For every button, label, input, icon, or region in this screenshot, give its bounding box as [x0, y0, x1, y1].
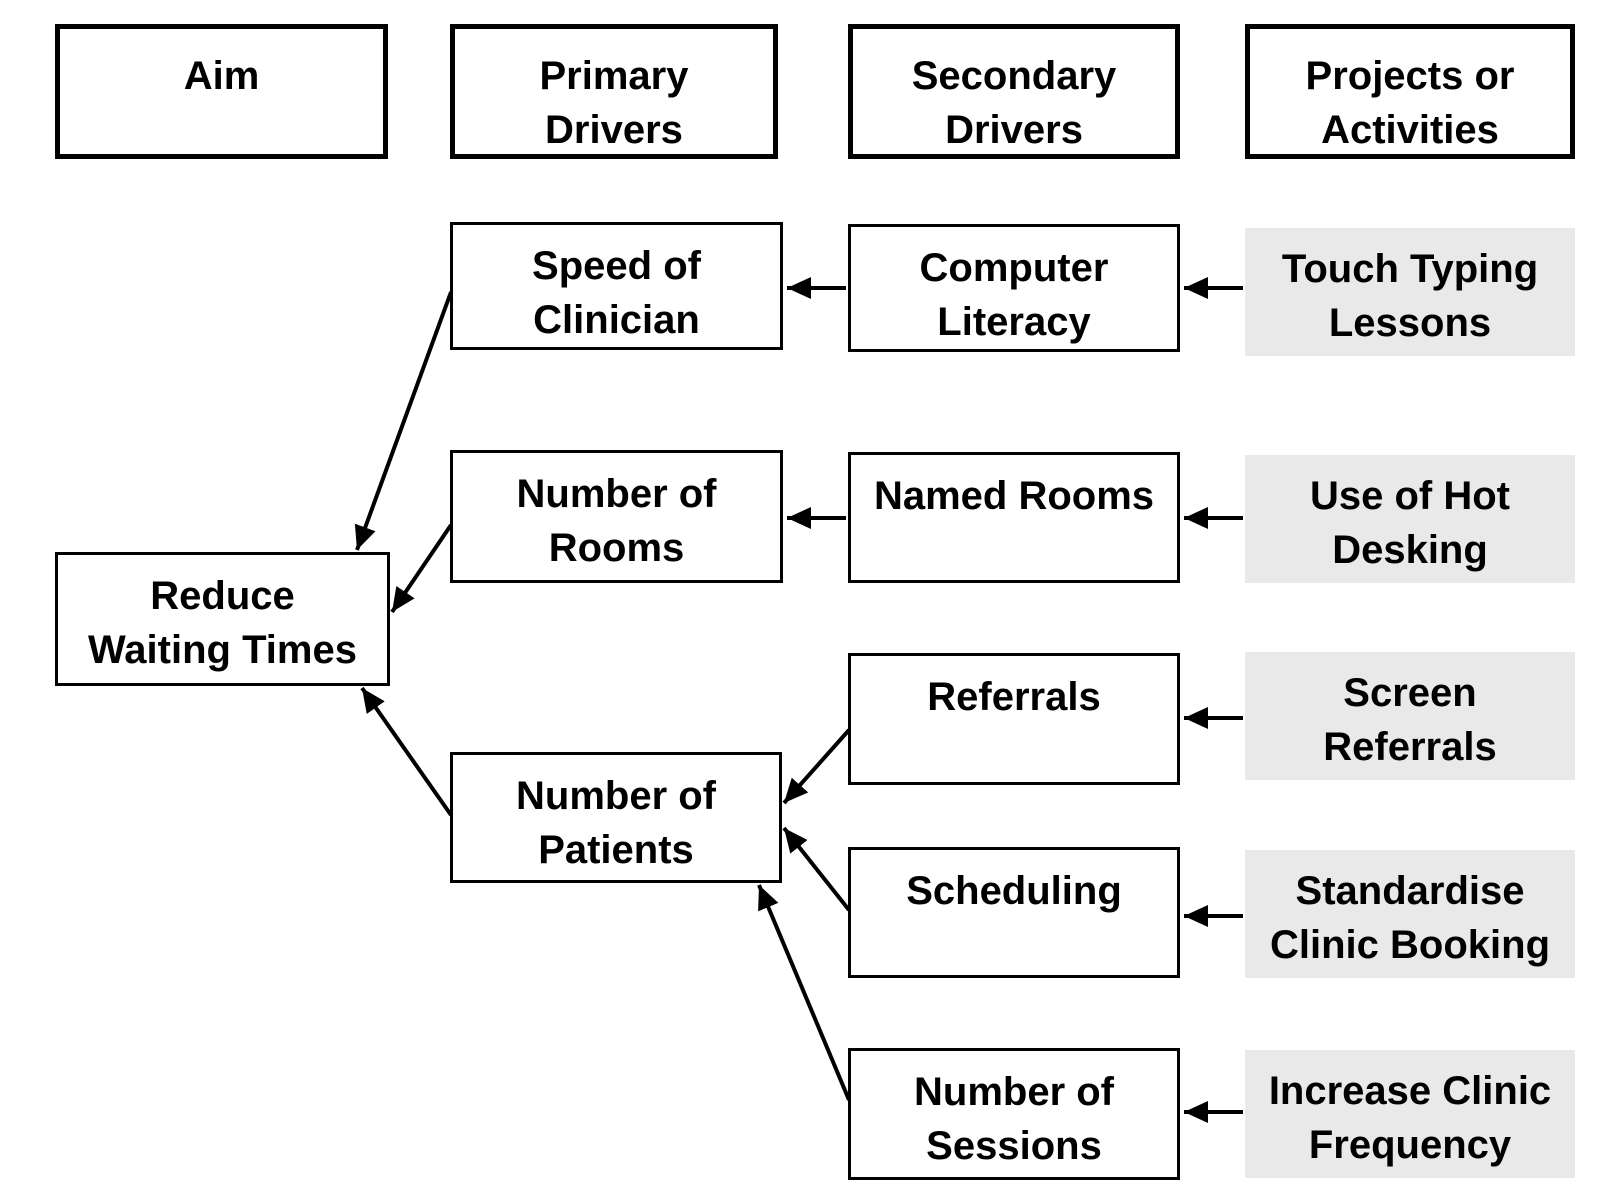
primary-driver-number-of-patients: Number of Patients — [450, 752, 782, 883]
arrow-patients-to-reduce-waiting-times — [360, 686, 453, 817]
header-primary-drivers: Primary Drivers — [450, 24, 778, 159]
primary-driver-number-of-rooms: Number of Rooms — [450, 450, 783, 583]
activity-screen-referrals: Screen Referrals — [1245, 652, 1575, 780]
activity-standardise-clinic-booking: Standardise Clinic Booking — [1245, 850, 1575, 978]
secondary-driver-scheduling: Scheduling — [848, 847, 1180, 978]
primary-driver-speed-of-clinician: Speed of Clinician — [450, 222, 783, 350]
aim-box-reduce-waiting-times: Reduce Waiting Times — [55, 552, 390, 686]
activity-use-of-hot-desking: Use of Hot Desking — [1245, 455, 1575, 583]
arrow-speed-to-reduce-waiting-times — [354, 291, 453, 551]
secondary-driver-number-of-sessions: Number of Sessions — [848, 1048, 1180, 1180]
arrow-rooms-to-reduce-waiting-times — [390, 523, 453, 614]
activity-touch-typing-lessons: Touch Typing Lessons — [1245, 228, 1575, 356]
header-secondary-drivers: Secondary Drivers — [848, 24, 1180, 159]
activity-increase-clinic-frequency: Increase Clinic Frequency — [1245, 1050, 1575, 1178]
header-projects-or-activities: Projects or Activities — [1245, 24, 1575, 159]
arrow-referrals-to-number-of-patients — [782, 728, 851, 805]
secondary-driver-computer-literacy: Computer Literacy — [848, 224, 1180, 352]
header-aim: Aim — [55, 24, 388, 159]
secondary-driver-named-rooms: Named Rooms — [848, 452, 1180, 583]
arrow-scheduling-to-number-of-patients — [782, 826, 851, 912]
secondary-driver-referrals: Referrals — [848, 653, 1180, 785]
arrow-sessions-to-number-of-patients — [757, 884, 851, 1101]
